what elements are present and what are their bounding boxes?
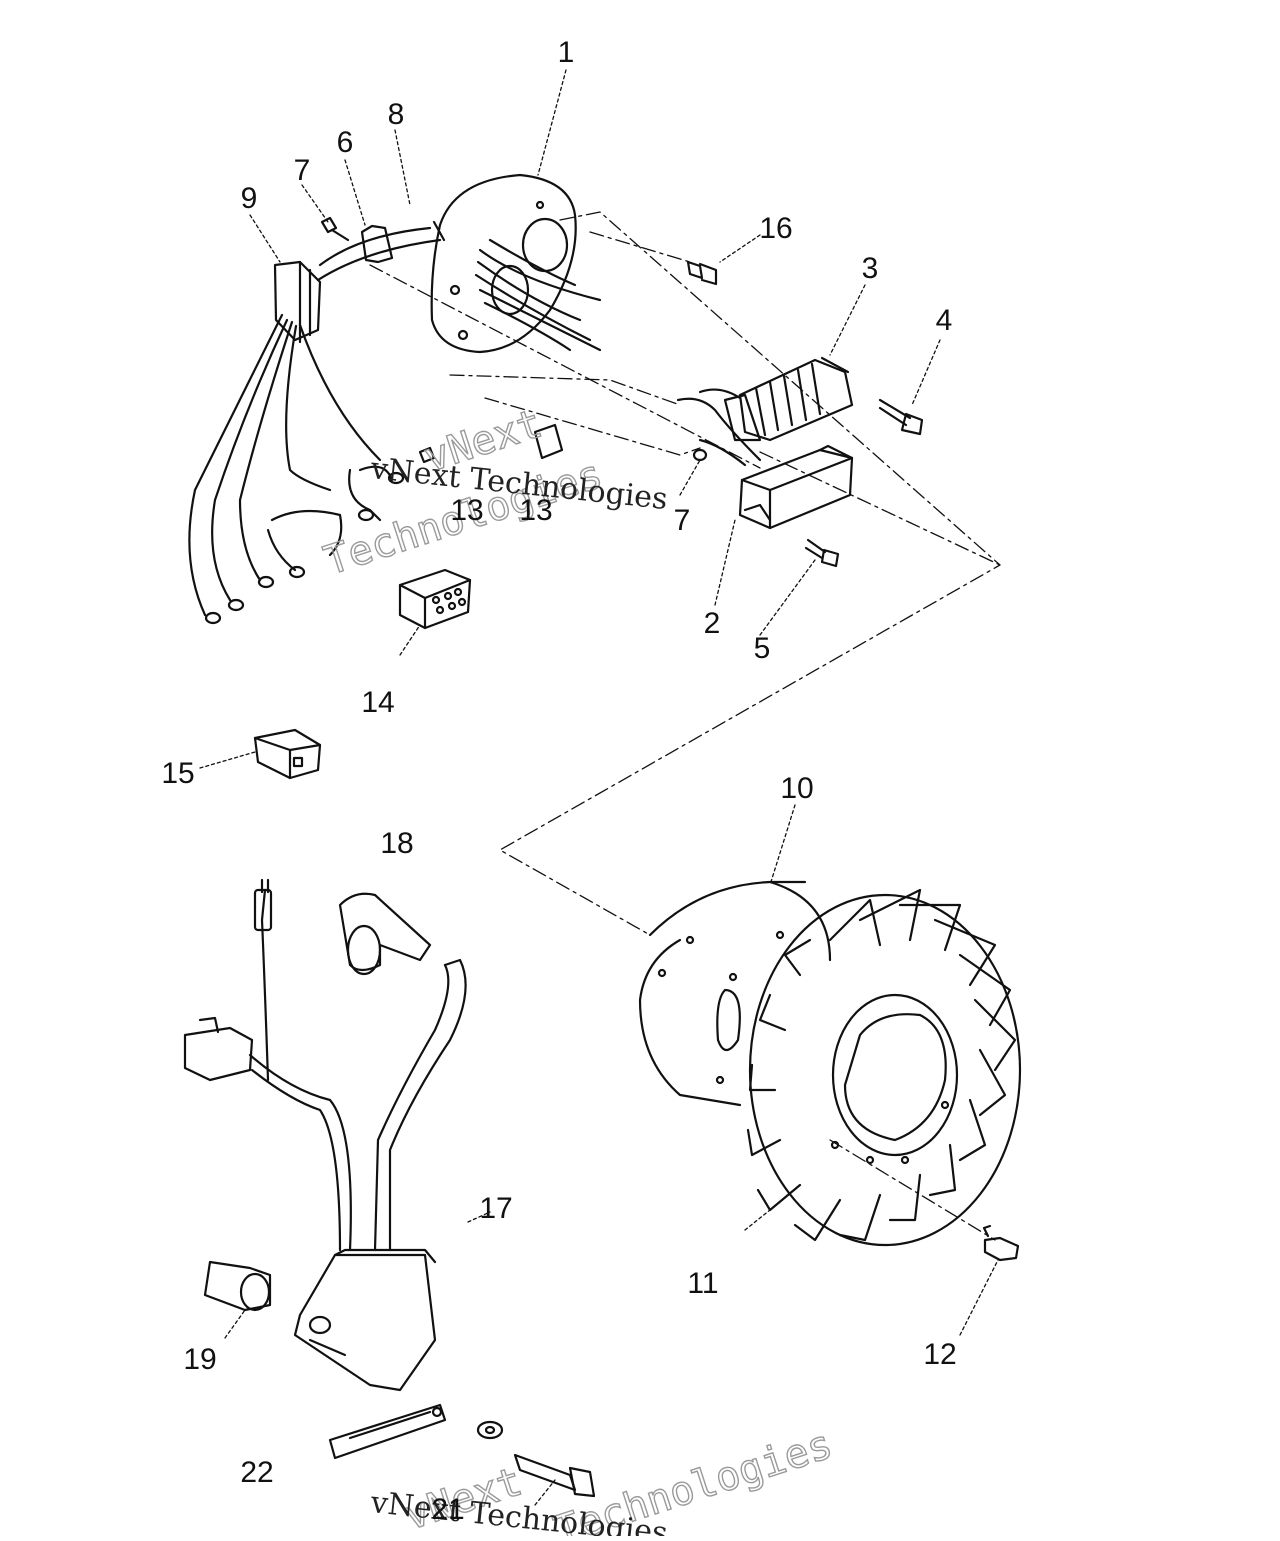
wire-harness-bundle bbox=[316, 220, 446, 282]
ignition-coil bbox=[692, 438, 854, 530]
callout-8: 8 bbox=[388, 98, 405, 131]
callout-13-second: 13 bbox=[519, 494, 552, 527]
callout-4: 4 bbox=[936, 304, 953, 337]
screw-13 bbox=[418, 423, 564, 464]
screw-16 bbox=[686, 260, 718, 286]
callout-labels: 1 2 3 4 5 6 7 7 8 9 10 11 12 13 13 14 15… bbox=[161, 36, 956, 1526]
assembly-guide-lines bbox=[369, 211, 1001, 1241]
callout-15: 15 bbox=[161, 757, 194, 790]
leader-lines bbox=[199, 69, 999, 1506]
bolt-4 bbox=[878, 398, 924, 436]
callout-9: 9 bbox=[241, 182, 258, 215]
callout-18: 18 bbox=[380, 827, 413, 860]
callout-7-left: 7 bbox=[294, 154, 311, 187]
callout-12: 12 bbox=[923, 1338, 956, 1371]
bracket-22 bbox=[328, 1403, 447, 1460]
callout-5: 5 bbox=[754, 632, 771, 665]
callout-3: 3 bbox=[862, 252, 879, 285]
bolt-12 bbox=[982, 1224, 1020, 1262]
screw-5 bbox=[804, 538, 840, 568]
callout-21: 21 bbox=[431, 1493, 464, 1526]
washer-and-bolt-21 bbox=[476, 1420, 596, 1498]
callout-17: 17 bbox=[479, 1192, 512, 1225]
callout-22: 22 bbox=[240, 1456, 273, 1489]
flywheel bbox=[638, 880, 1022, 1247]
callout-11: 11 bbox=[687, 1267, 718, 1300]
connector-block bbox=[188, 260, 382, 617]
callout-19: 19 bbox=[183, 1343, 216, 1376]
callout-14: 14 bbox=[361, 686, 394, 719]
callout-7-right: 7 bbox=[674, 504, 691, 537]
lead-wires bbox=[204, 465, 405, 625]
lighting-coil bbox=[676, 356, 854, 462]
callout-10: 10 bbox=[780, 772, 813, 805]
callout-16: 16 bbox=[759, 212, 792, 245]
screw-7-left bbox=[320, 216, 350, 242]
callout-1: 1 bbox=[558, 36, 575, 69]
callout-13: 13 bbox=[450, 494, 483, 527]
spacer-19 bbox=[203, 1260, 272, 1312]
rectifier-block bbox=[398, 568, 472, 630]
fan-blades bbox=[746, 888, 1017, 1242]
stator-plate bbox=[430, 173, 602, 354]
cdi-unit bbox=[183, 878, 467, 1392]
callout-6: 6 bbox=[337, 126, 354, 159]
callout-2: 2 bbox=[704, 607, 721, 640]
connector-15 bbox=[253, 728, 322, 780]
watermark: vNext Technologies vNext Technologies vN… bbox=[318, 400, 838, 1541]
